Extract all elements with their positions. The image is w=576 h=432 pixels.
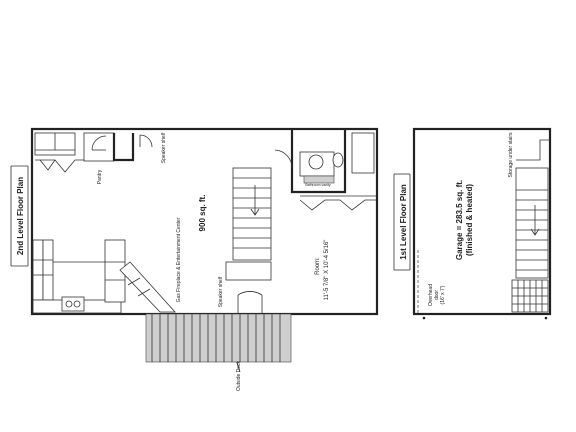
fireplace-unit (119, 261, 176, 313)
left-counter (32, 239, 44, 301)
bathroom-vanity-label: Bathroom vanity (305, 183, 331, 187)
first-level-outer-wall (412, 127, 552, 316)
speaker-shelf-bottom-unit (225, 261, 272, 281)
deck-label: Outside Deck (236, 360, 242, 391)
overhead-door-label-2: door (434, 290, 440, 300)
bathroom-vanity-unit (299, 151, 335, 177)
kitchen-sink (61, 296, 85, 312)
pantry-closet (83, 132, 115, 162)
overhead-door-label-1: Overhead (428, 284, 434, 306)
garage-area-label: Garage = 283.5 sq. ft. (455, 180, 464, 260)
pantry-label: Pantry (97, 169, 103, 184)
room-label-line2: 11'-5 7/8" X 10'-4 5/16" (324, 240, 330, 301)
second-level-plan: 2nd Level Floor Plan 900 sq. ft. Pantry … (10, 127, 379, 391)
shower (351, 132, 375, 174)
toilet (332, 152, 344, 168)
second-level-area: 900 sq. ft. (198, 195, 207, 232)
overhead-door-label-3: (16' x 7') (440, 285, 446, 304)
room-label-line1: Room: (315, 257, 321, 275)
storage-label: Storage under stairs (508, 132, 514, 178)
speaker-shelf-bottom-label: Speaker shelf (218, 276, 224, 307)
outside-deck (145, 313, 292, 363)
second-level-title: 2nd Level Floor Plan (16, 177, 25, 255)
garage-finished-label: (finished & heated) (465, 184, 474, 256)
first-level-title: 1st Level Floor Plan (399, 184, 408, 260)
fireplace-label: Gas Fireplace & Entertainment Center (176, 217, 182, 302)
garage-stairs (515, 167, 549, 279)
first-level-plan: 1st Level Floor Plan Garage = 283.5 sq. … (393, 127, 552, 316)
speaker-shelf-top-label: Speaker shelf (161, 132, 167, 163)
central-stairs (232, 167, 272, 261)
